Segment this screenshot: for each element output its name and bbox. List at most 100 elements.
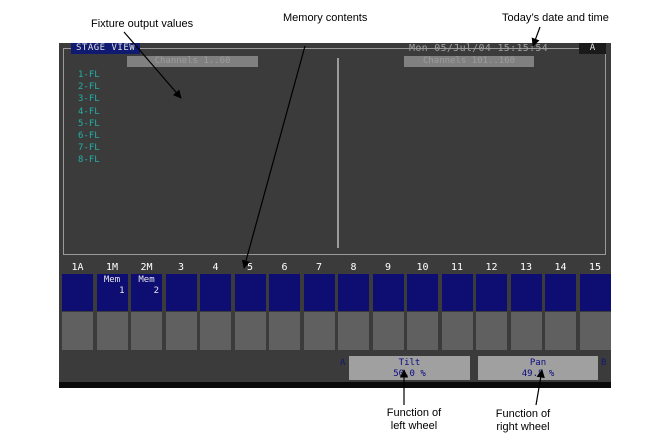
memory-key-bottom [441,312,473,350]
page-badge: A [579,43,606,54]
memory-key-13[interactable]: 12 [476,262,507,350]
memory-key-bottom [407,312,438,350]
memory-key-top [269,274,300,311]
memory-key-label: 14 [554,262,567,273]
memory-key-bottom [269,312,300,350]
memory-key-4[interactable]: 3 [165,262,197,350]
memory-key-label: 10 [416,262,429,273]
memory-key-label: 9 [384,262,392,273]
fixture-item: 6-FL [78,130,100,141]
memory-key-top [303,274,335,311]
memory-key-bottom [510,312,542,350]
memory-key-label: 15 [588,262,602,273]
memory-key-bottom [372,312,404,350]
memory-key-content-line2: 1 [119,286,125,296]
memory-key-14[interactable]: 13 [510,262,542,350]
memory-key-top [441,274,473,311]
annotation-fixture-output: Fixture output values [91,18,194,30]
panel-divider [337,58,339,248]
annotation-right-wheel-line1: Function of [495,408,551,420]
memory-key-11[interactable]: 10 [407,262,438,350]
memory-key-bottom [62,312,93,350]
annotation-left-wheel-line2: left wheel [390,420,438,432]
wheel-left-letter: A [340,358,346,368]
memory-key-top [234,274,266,311]
memory-key-7[interactable]: 6 [269,262,300,350]
annotation-left-wheel: Function of left wheel [372,407,456,433]
memory-key-bottom [200,312,231,350]
memory-key-label: 11 [450,262,464,273]
annotation-left-wheel-line1: Function of [386,407,442,419]
memory-key-bottom [545,312,576,350]
wheel-right-letter: B [601,358,607,368]
fixture-item: 8-FL [78,155,100,166]
wheel-right-function: Pan [529,358,547,368]
memory-key-label: 1A [71,262,84,273]
stage-view-title: STAGE VIEW [71,43,141,54]
annotation-date-time: Today’s date and time [502,12,609,24]
memory-key-label: 5 [246,262,254,273]
memory-key-bottom [234,312,266,350]
fixture-item: 3-FL [78,94,100,105]
fixture-item: 5-FL [78,118,100,129]
memory-key-top [165,274,197,311]
memory-key-bottom [96,312,128,350]
memory-key-label: 7 [315,262,323,273]
memory-key-5[interactable]: 4 [200,262,231,350]
memory-key-bottom [579,312,611,350]
fixture-item: 7-FL [78,143,100,154]
memory-key-bottom [303,312,335,350]
wheel-right-display[interactable]: Pan 49.8 % [478,356,598,380]
memory-key-bottom [131,312,162,350]
annotation-right-wheel-line2: right wheel [496,421,550,433]
memory-key-content-line1: Mem [138,275,155,285]
memory-key-label: 4 [212,262,219,273]
memory-key-15[interactable]: 14 [545,262,576,350]
memory-key-top [131,274,162,311]
fixture-item: 1-FL [78,70,100,80]
memory-key-top [579,274,611,311]
memory-key-16[interactable]: 15 [579,262,611,350]
memory-key-6[interactable]: 5 [234,262,266,350]
fixture-item: 2-FL [78,82,100,93]
memory-key-label: 2M [140,262,153,273]
memory-key-label: 6 [281,262,288,273]
memory-key-bottom [476,312,507,350]
annotation-memory-contents: Memory contents [283,12,368,24]
memory-key-top [476,274,507,311]
memory-key-top [96,274,128,311]
memory-key-8[interactable]: 7 [303,262,335,350]
memory-key-1[interactable]: 1A [62,262,93,350]
memory-key-top [62,274,93,311]
memory-key-10[interactable]: 9 [372,262,404,350]
memory-key-bottom [165,312,197,350]
memory-key-bottom [338,312,369,350]
bottom-status-line [59,382,611,388]
memory-key-top [545,274,576,311]
wheel-function-bar: A Tilt 50.0 % Pan 49.8 % B [59,354,611,382]
memory-key-content-line2: 2 [153,286,159,296]
fixture-item: 4-FL [78,106,100,117]
memory-key-label: 12 [485,262,498,273]
memory-key-top [407,274,438,311]
wheel-right-value: 49.8 % [521,369,555,379]
annotation-right-wheel: Function of right wheel [481,408,565,434]
memory-key-label: 8 [350,262,357,273]
memory-key-12[interactable]: 11 [441,262,473,350]
date-time-display: Mon 05/Jul/04 15:15:54 [409,43,549,54]
wheel-left-value: 50.0 % [393,369,426,379]
memory-key-9[interactable]: 8 [338,262,369,350]
console-screen: STAGE VIEW Mon 05/Jul/04 15:15:54 A Chan… [59,43,611,388]
memory-key-top [338,274,369,311]
memory-key-top [372,274,404,311]
channels-right-header: Channels 101..160 [404,56,534,67]
memory-key-top [510,274,542,311]
wheel-left-display[interactable]: Tilt 50.0 % [349,356,470,380]
wheel-left-function: Tilt [398,358,421,368]
memory-key-label: 13 [519,262,533,273]
memory-key-label: 3 [177,262,185,273]
